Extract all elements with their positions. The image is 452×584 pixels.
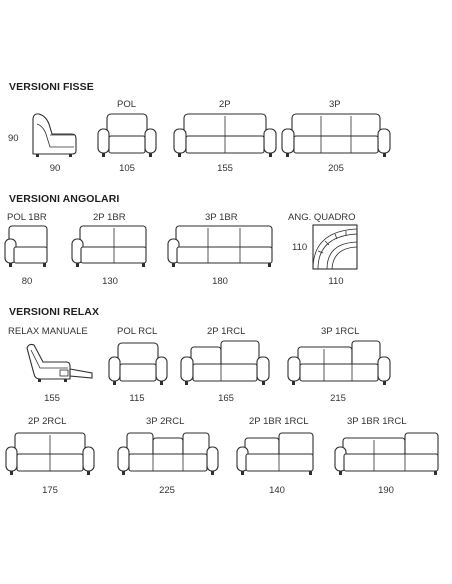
width-155: 155 <box>217 163 233 174</box>
corner-quadro <box>312 224 358 270</box>
label-2p: 2P <box>219 99 231 110</box>
sofa-3p <box>281 113 391 157</box>
height-dim-label: 90 <box>8 133 19 144</box>
relax-manuale-side <box>26 343 93 382</box>
width-180: 180 <box>212 276 228 287</box>
width-90: 90 <box>49 163 61 174</box>
side-view-armchair <box>32 113 77 157</box>
width-115: 115 <box>129 393 145 404</box>
sofa-2p-1br-1rcl <box>236 432 314 475</box>
sofa-2p <box>173 113 277 157</box>
sofa-3p-1br <box>167 225 273 267</box>
width-130: 130 <box>102 276 118 287</box>
pol-armchair <box>97 113 157 157</box>
section-title-relax: VERSIONI RELAX <box>9 306 100 318</box>
label-2p-2rcl: 2P 2RCL <box>28 416 67 427</box>
label-3p-1br-1rcl: 3P 1BR 1RCL <box>347 416 407 427</box>
width-175: 175 <box>42 485 58 496</box>
pol-rcl <box>108 342 168 385</box>
label-pol: POL <box>117 99 137 110</box>
pol-1br <box>4 225 48 267</box>
label-relax-manuale: RELAX MANUALE <box>8 326 88 337</box>
sofa-3p-2rcl <box>117 432 219 475</box>
sofa-2p-2rcl <box>5 432 95 475</box>
label-pol-1br: POL 1BR <box>7 212 47 223</box>
label-2p-1br: 2P 1BR <box>93 212 126 223</box>
depth-dim-label: 110 <box>292 242 308 253</box>
label-3p: 3P <box>329 99 341 110</box>
label-ang-quadro: ANG. QUADRO <box>288 212 356 223</box>
sofa-3p-1br-1rcl <box>334 432 439 475</box>
width-110: 110 <box>328 276 344 287</box>
label-2p-1rcl: 2P 1RCL <box>207 326 246 337</box>
width-190: 190 <box>378 485 394 496</box>
width-205: 205 <box>328 163 344 174</box>
label-3p-1rcl: 3P 1RCL <box>321 326 360 337</box>
width-155-relax: 155 <box>44 393 60 404</box>
section-title-angolari: VERSIONI ANGOLARI <box>9 193 120 205</box>
width-80: 80 <box>21 276 33 287</box>
width-225: 225 <box>159 485 175 496</box>
width-140: 140 <box>269 485 285 496</box>
label-pol-rcl: POL RCL <box>117 326 158 337</box>
label-3p-1br: 3P 1BR <box>205 212 238 223</box>
sofa-2p-1rcl <box>180 340 270 385</box>
width-165: 165 <box>218 393 234 404</box>
label-3p-2rcl: 3P 2RCL <box>146 416 185 427</box>
section-title-fisse: VERSIONI FISSE <box>9 81 94 93</box>
width-105: 105 <box>119 163 135 174</box>
sofa-3p-1rcl <box>287 340 391 385</box>
width-215: 215 <box>330 393 346 404</box>
label-2p-1br-1rcl: 2P 1BR 1RCL <box>249 416 309 427</box>
sofa-2p-1br <box>71 225 147 267</box>
